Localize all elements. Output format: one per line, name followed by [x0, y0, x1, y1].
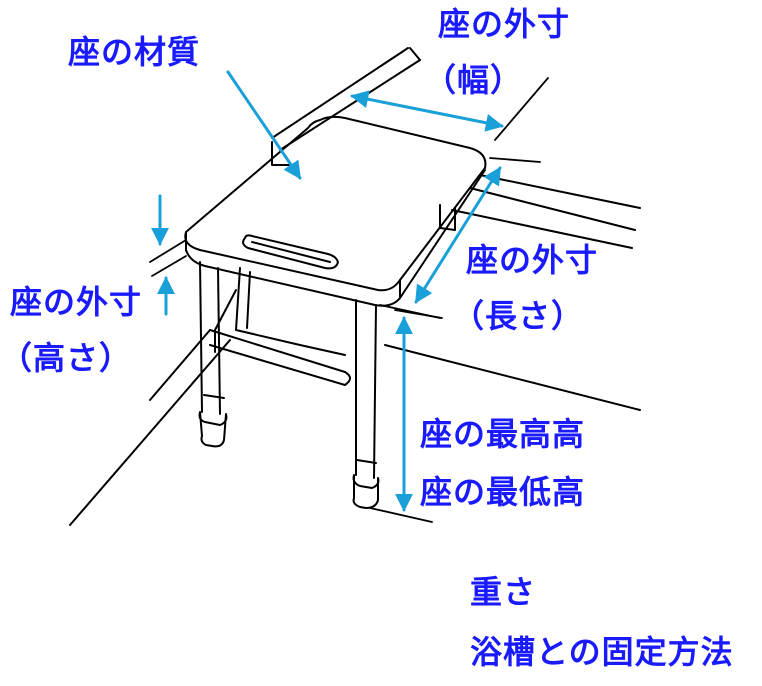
tub-rim-line [279, 59, 421, 151]
leg-foot-left [198, 411, 228, 448]
extension-line-height-top [149, 239, 187, 263]
tub-wall-line [384, 344, 641, 411]
extension-line-floor-bottom [369, 507, 433, 523]
label-outer-length-sub: （長さ） [452, 297, 585, 335]
frame-bar [235, 329, 346, 356]
label-outer-height-sub: （高さ） [0, 339, 133, 377]
frame-bar [214, 289, 237, 353]
frame-bar [344, 371, 351, 386]
extension-line-floor-top [379, 304, 441, 319]
label-outer-width-title: 座の外寸 [438, 5, 571, 43]
tub-wall-line [69, 339, 231, 526]
label-fixing-method: 浴槽との固定方法 [470, 633, 734, 671]
leg-collar-left [203, 394, 225, 399]
leg-back-left [235, 267, 251, 331]
label-outer-height-title: 座の外寸 [10, 283, 143, 321]
leg-front-right [355, 299, 377, 479]
extension-line-width-right [494, 77, 549, 141]
label-outer-width-sub: （幅） [424, 61, 524, 99]
tub-rim-line [479, 174, 641, 209]
tub-rim-line [409, 47, 421, 61]
seat-board-top [184, 115, 487, 292]
tub-rim-line [469, 187, 636, 231]
label-outer-length-title: 座の外寸 [466, 241, 599, 279]
extension-line-height-bottom [151, 255, 187, 277]
label-max-height: 座の最高高 [420, 415, 586, 453]
frame-bar [209, 344, 346, 386]
seat-hand-hole [251, 241, 331, 263]
label-weight: 重さ [470, 573, 537, 611]
label-min-height: 座の最低高 [420, 473, 586, 511]
leg-collar-right [356, 459, 377, 464]
tub-rim-line [271, 47, 409, 139]
arrow-outer-width [350, 90, 504, 132]
extension-line-length-top [489, 157, 541, 163]
seat-board-edge [185, 169, 486, 307]
leg-foot-right [352, 474, 380, 509]
tub-wall-line [149, 329, 211, 401]
label-seat-material: 座の材質 [68, 33, 201, 71]
frame-bar [209, 329, 346, 373]
arrow-outer-length [414, 166, 502, 304]
arrow-seat-material [226, 70, 302, 180]
seat-hand-hole [242, 234, 339, 270]
leg-front-left [199, 261, 221, 415]
